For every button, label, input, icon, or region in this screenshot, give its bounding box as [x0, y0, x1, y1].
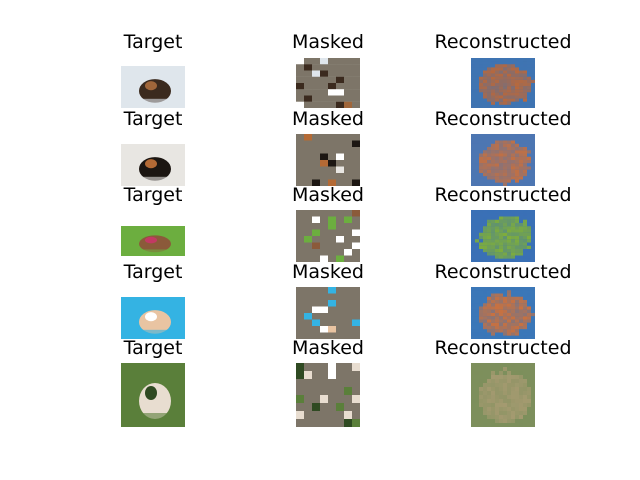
- masked-image: [296, 58, 360, 108]
- target-image-graphic: [121, 66, 185, 108]
- reconstructed-image: [471, 134, 535, 186]
- target-title: Target: [123, 261, 183, 283]
- reconstructed-mosaic: [471, 134, 535, 186]
- masked-patch-grid: [296, 134, 360, 186]
- reconstructed-image: [471, 58, 535, 108]
- reconstructed-title: Reconstructed: [434, 108, 572, 130]
- reconstructed-title: Reconstructed: [434, 261, 572, 283]
- reconstructed-image: [471, 210, 535, 262]
- target-image: [121, 297, 185, 339]
- target-title: Target: [123, 184, 183, 206]
- target-image-graphic: [121, 363, 185, 427]
- target-image: [121, 363, 185, 427]
- reconstructed-mosaic: [471, 58, 535, 108]
- target-title: Target: [123, 337, 183, 359]
- target-image: [121, 226, 185, 256]
- target-title: Target: [123, 31, 183, 53]
- masked-patch-grid: [296, 58, 360, 108]
- target-image-graphic: [121, 144, 185, 186]
- masked-image: [296, 134, 360, 186]
- reconstructed-mosaic: [471, 287, 535, 339]
- masked-title: Masked: [291, 31, 364, 53]
- target-image-graphic: [121, 297, 185, 339]
- masked-title: Masked: [291, 337, 364, 359]
- reconstructed-mosaic: [471, 210, 535, 262]
- masked-patch-grid: [296, 363, 360, 427]
- masked-image: [296, 210, 360, 262]
- reconstructed-title: Reconstructed: [434, 184, 572, 206]
- target-image-graphic: [121, 226, 185, 256]
- masked-title: Masked: [291, 184, 364, 206]
- target-title: Target: [123, 108, 183, 130]
- masked-title: Masked: [291, 261, 364, 283]
- reconstructed-title: Reconstructed: [434, 337, 572, 359]
- reconstructed-image: [471, 287, 535, 339]
- reconstructed-image: [471, 363, 535, 427]
- masked-patch-grid: [296, 287, 360, 339]
- target-image: [121, 66, 185, 108]
- masked-patch-grid: [296, 210, 360, 262]
- masked-image: [296, 287, 360, 339]
- masked-title: Masked: [291, 108, 364, 130]
- masked-image: [296, 363, 360, 427]
- reconstructed-mosaic: [471, 363, 535, 427]
- target-image: [121, 144, 185, 186]
- reconstructed-title: Reconstructed: [434, 31, 572, 53]
